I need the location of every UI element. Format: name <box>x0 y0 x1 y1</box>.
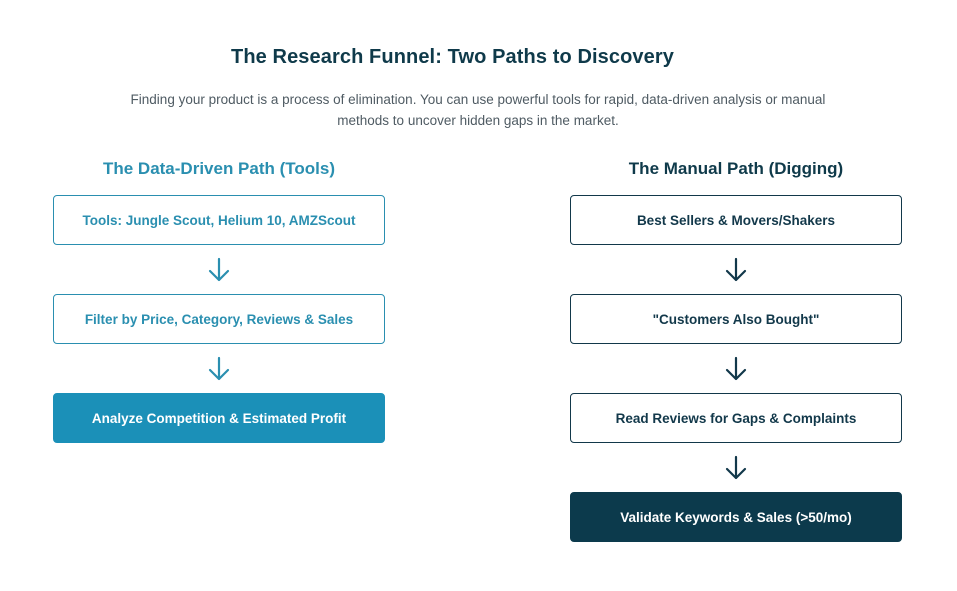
arrow-down-icon <box>570 245 902 294</box>
step-analyze-competition: Analyze Competition & Estimated Profit <box>53 393 385 443</box>
step-validate-keywords: Validate Keywords & Sales (>50/mo) <box>570 492 902 542</box>
step-best-sellers: Best Sellers & Movers/Shakers <box>570 195 902 245</box>
arrow-down-icon <box>53 344 385 393</box>
page-subtitle: Finding your product is a process of eli… <box>90 89 866 131</box>
arrow-down-icon <box>53 245 385 294</box>
subtitle-line-2: methods to uncover hidden gaps in the ma… <box>337 113 619 128</box>
arrow-down-icon <box>570 443 902 492</box>
data-driven-path-steps: Tools: Jungle Scout, Helium 10, AMZScout… <box>53 195 385 443</box>
arrow-down-icon <box>570 344 902 393</box>
manual-path-heading: The Manual Path (Digging) <box>628 159 844 178</box>
subtitle-line-1: Finding your product is a process of eli… <box>130 92 826 107</box>
manual-path-steps: Best Sellers & Movers/Shakers "Customers… <box>570 195 902 542</box>
step-filter: Filter by Price, Category, Reviews & Sal… <box>53 294 385 344</box>
step-read-reviews: Read Reviews for Gaps & Complaints <box>570 393 902 443</box>
data-driven-path-heading: The Data-Driven Path (Tools) <box>102 159 336 178</box>
step-tools: Tools: Jungle Scout, Helium 10, AMZScout <box>53 195 385 245</box>
data-driven-path: The Data-Driven Path (Tools) Tools: Jung… <box>53 156 385 443</box>
page-title: The Research Funnel: Two Paths to Discov… <box>231 46 674 68</box>
step-customers-also-bought: "Customers Also Bought" <box>570 294 902 344</box>
manual-path: The Manual Path (Digging) Best Sellers &… <box>570 156 902 542</box>
